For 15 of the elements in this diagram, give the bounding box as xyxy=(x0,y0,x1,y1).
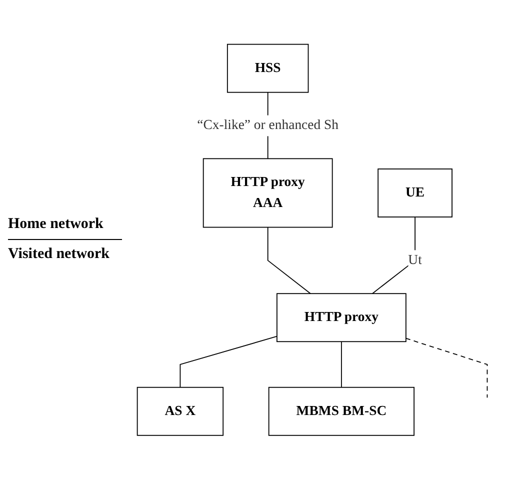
edge-label: Ut xyxy=(408,252,422,268)
node-box: AS X xyxy=(136,386,224,436)
node-box: HSS xyxy=(226,44,309,92)
connector xyxy=(405,338,488,398)
network-label: Home network xyxy=(8,216,104,233)
node-box: HTTP proxy xyxy=(276,292,406,342)
node-box: MBMS BM-SC xyxy=(268,386,415,436)
edge-label: “Cx-like” or enhanced Sh xyxy=(197,118,339,132)
network-label: Visited network xyxy=(8,246,111,263)
node-box: UE xyxy=(378,168,452,218)
connector xyxy=(372,216,416,294)
node-box: HTTP proxy AAA xyxy=(202,158,333,228)
connector xyxy=(267,226,311,294)
connector xyxy=(180,336,278,388)
connector xyxy=(340,340,342,388)
